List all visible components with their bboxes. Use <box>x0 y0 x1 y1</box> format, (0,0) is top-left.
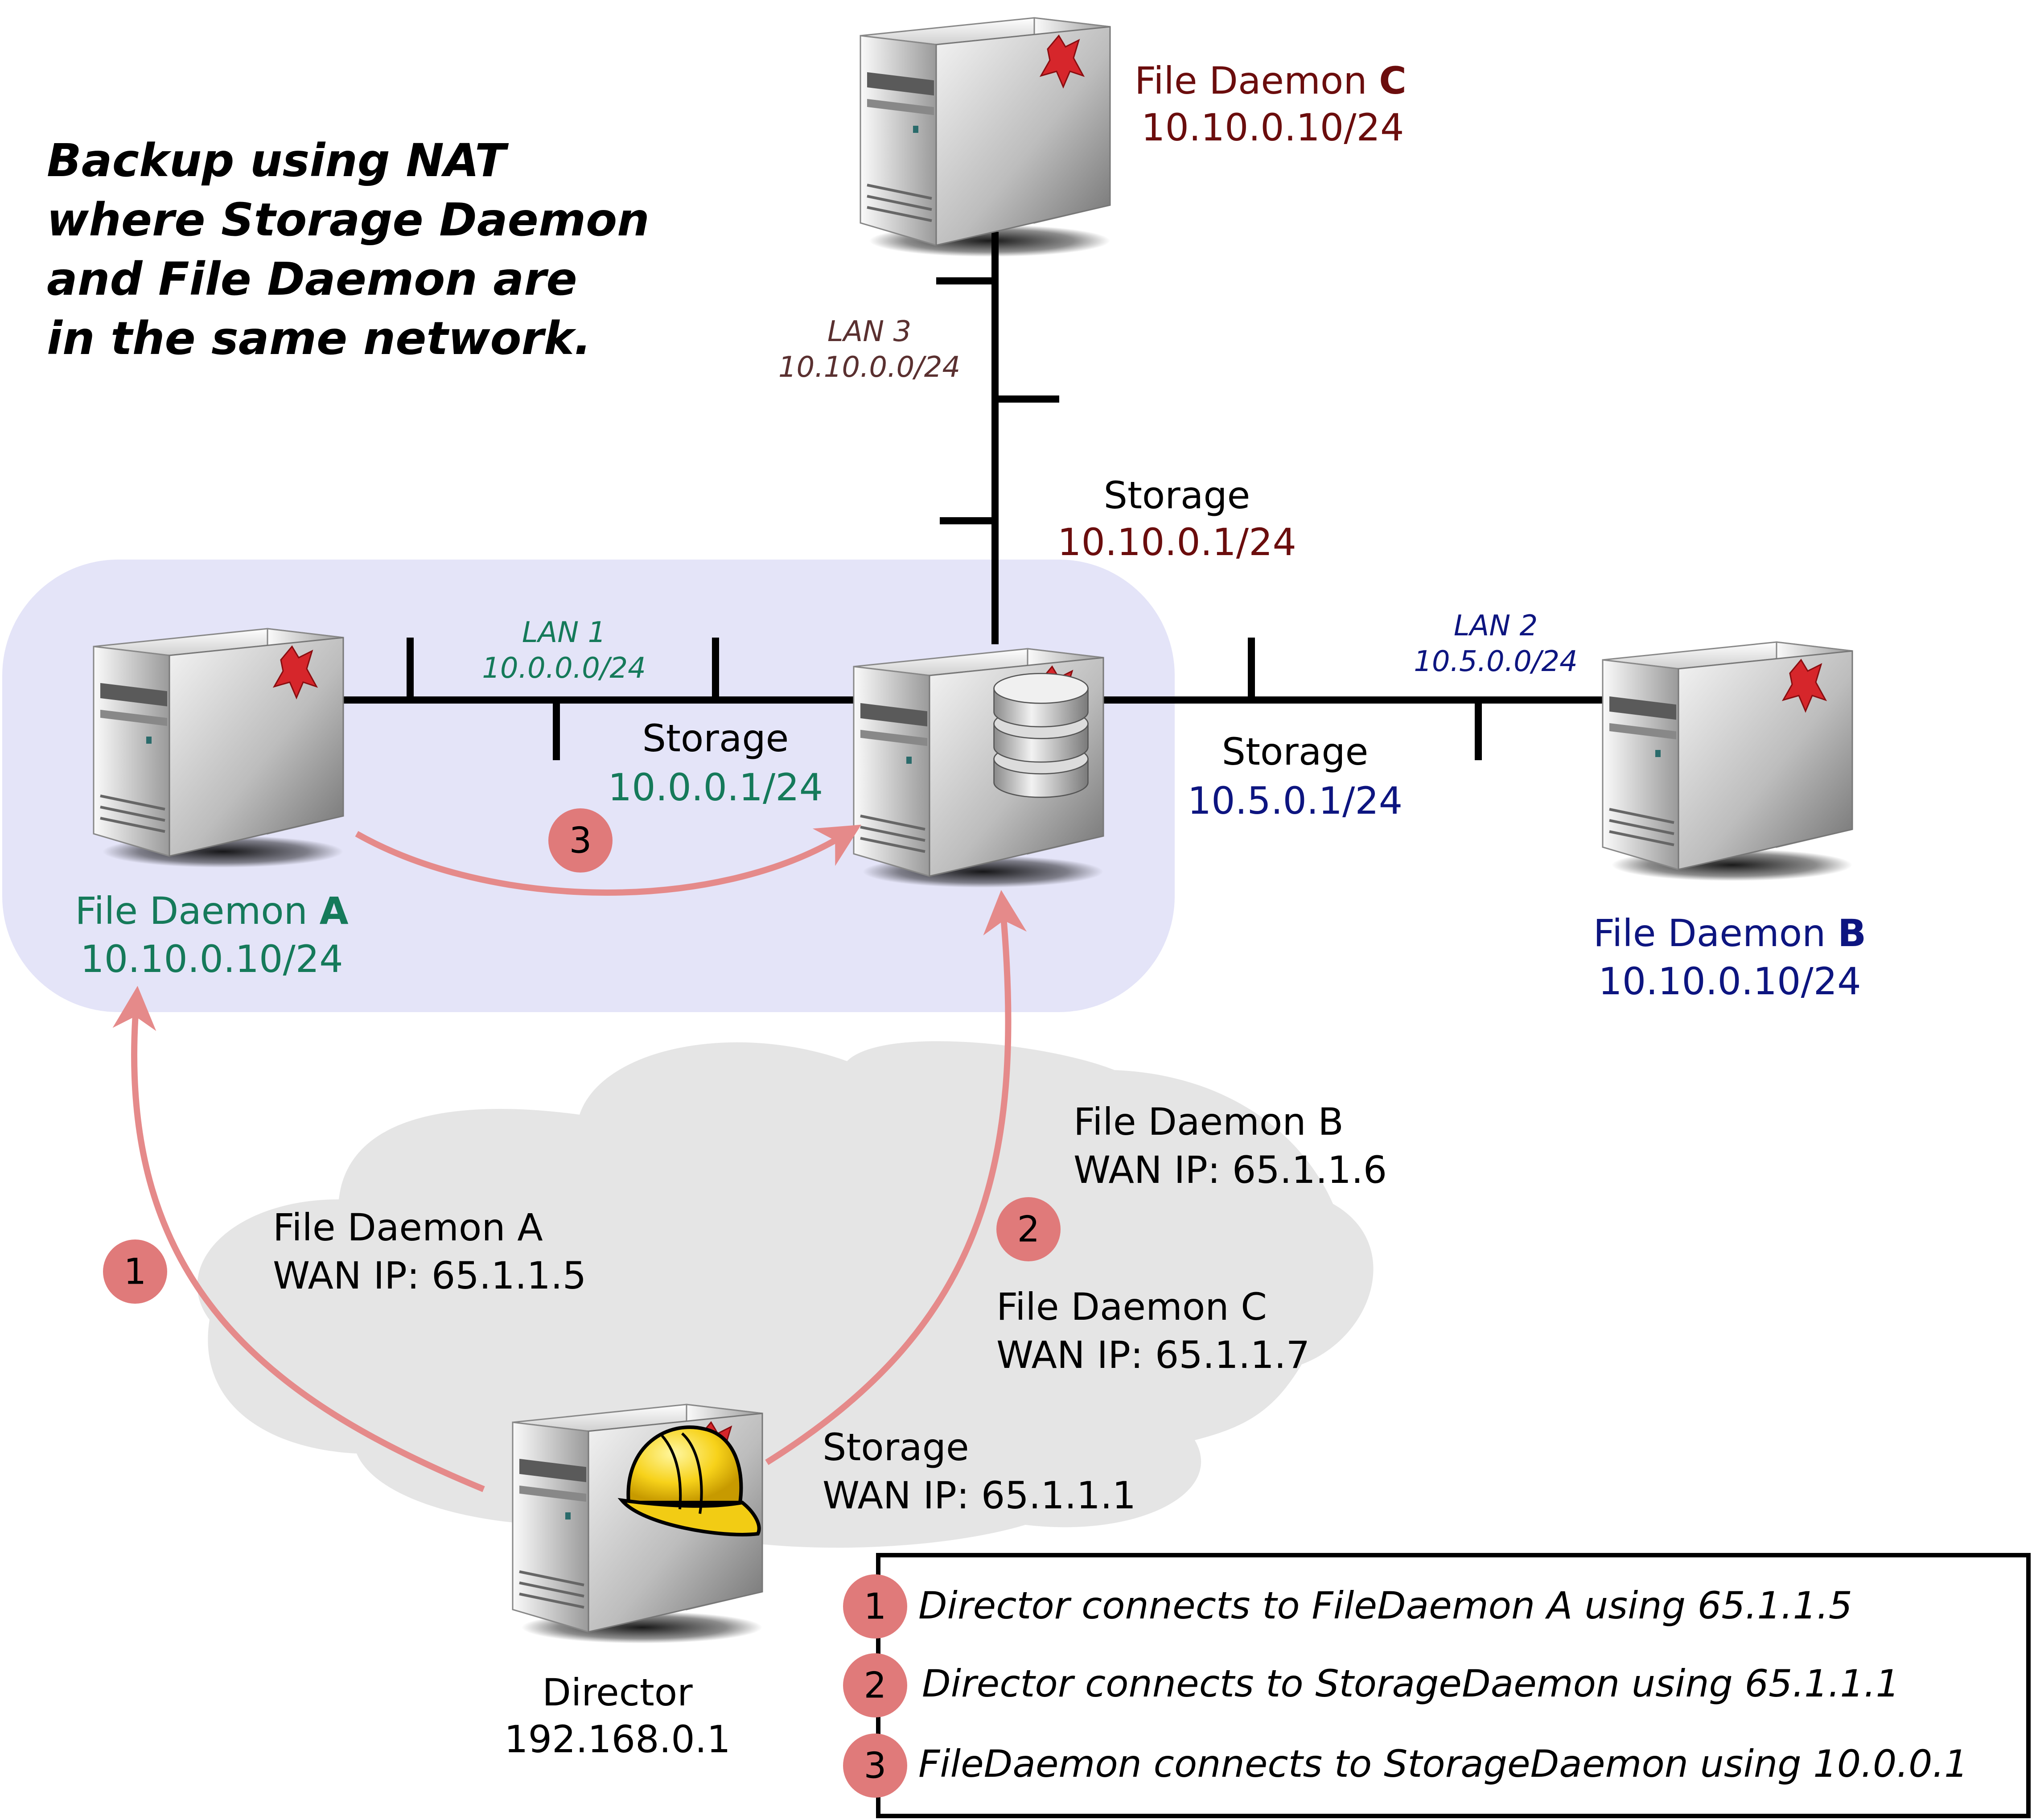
storage-lan3-ip: 10.10.0.1/24 <box>1057 520 1296 564</box>
svg-text:2: 2 <box>1017 1209 1040 1250</box>
svg-text:Director connects to StorageDa: Director connects to StorageDaemon using… <box>922 1662 1900 1705</box>
legend-item-2: 2 Director connects to StorageDaemon usi… <box>843 1653 1900 1717</box>
svg-text:2: 2 <box>864 1665 887 1706</box>
fd-a-ip: 10.10.0.10/24 <box>80 937 343 981</box>
storage-lan2-ip: 10.5.0.1/24 <box>1188 779 1403 823</box>
storage-lan3-name: Storage <box>1104 474 1250 517</box>
diagram-title: Backup using NAT where Storage Daemon an… <box>47 134 665 365</box>
storage-lan1-name: Storage <box>642 716 789 760</box>
wan-fd-a-name: File Daemon A <box>273 1206 543 1249</box>
wan-storage-name: Storage <box>823 1425 969 1469</box>
director-name: Director <box>542 1671 693 1714</box>
svg-text:3: 3 <box>569 820 592 861</box>
legend-item-3: 3 FileDaemon connects to StorageDaemon u… <box>843 1734 1968 1798</box>
legend-item-1: 1 Director connects to FileDaemon A usin… <box>843 1574 1852 1639</box>
lan1-net: 10.0.0.0/24 <box>482 652 646 685</box>
arrow-step-2 <box>765 890 1027 1465</box>
wan-fd-a-ip: WAN IP: 65.1.1.5 <box>273 1254 586 1297</box>
svg-text:3: 3 <box>864 1745 887 1787</box>
fd-a-label: File Daemon A <box>75 889 348 933</box>
svg-text:FileDaemon connects to Storage: FileDaemon connects to StorageDaemon usi… <box>918 1742 1968 1786</box>
wan-fd-c-ip: WAN IP: 65.1.1.7 <box>996 1333 1310 1377</box>
director-ip: 192.168.0.1 <box>504 1717 731 1761</box>
wan-fd-c-name: File Daemon C <box>996 1285 1267 1329</box>
step-badge-2: 2 <box>996 1197 1061 1261</box>
internet-cloud <box>197 1041 1374 1548</box>
arrow-step-1 <box>112 986 485 1492</box>
storage-lan1-ip: 10.0.0.1/24 <box>608 766 823 809</box>
hard-hat-icon <box>617 1425 761 1536</box>
svg-text:1: 1 <box>864 1586 887 1627</box>
fd-b-ip: 10.10.0.10/24 <box>1598 959 1861 1003</box>
step-badge-1: 1 <box>103 1239 167 1304</box>
database-icon <box>993 673 1089 798</box>
wan-fd-b-ip: WAN IP: 65.1.1.6 <box>1074 1148 1387 1192</box>
wan-storage-ip: WAN IP: 65.1.1.1 <box>823 1474 1136 1517</box>
legend-box: 1 Director connects to FileDaemon A usin… <box>843 1553 2031 1818</box>
svg-text:1: 1 <box>124 1251 147 1293</box>
lan3-name: LAN 3 <box>827 315 911 348</box>
lan3-net: 10.10.0.0/24 <box>778 351 960 384</box>
fd-c-label: File Daemon C <box>1135 59 1407 103</box>
storage-lan2-name: Storage <box>1222 730 1369 774</box>
svg-text:Director connects to FileDaemo: Director connects to FileDaemon A using … <box>918 1584 1852 1627</box>
fd-c-ip: 10.10.0.10/24 <box>1141 106 1404 149</box>
lan2-net: 10.5.0.0/24 <box>1414 645 1578 678</box>
file-daemon-b-server <box>1603 642 1852 881</box>
lan1-name: LAN 1 <box>522 616 606 649</box>
wan-fd-b-name: File Daemon B <box>1074 1100 1344 1144</box>
step-badge-3: 3 <box>548 808 613 873</box>
fd-b-label: File Daemon B <box>1593 911 1866 955</box>
arrow-step-3 <box>355 824 861 896</box>
lan2-name: LAN 2 <box>1454 609 1538 642</box>
file-daemon-c-server <box>860 18 1110 257</box>
